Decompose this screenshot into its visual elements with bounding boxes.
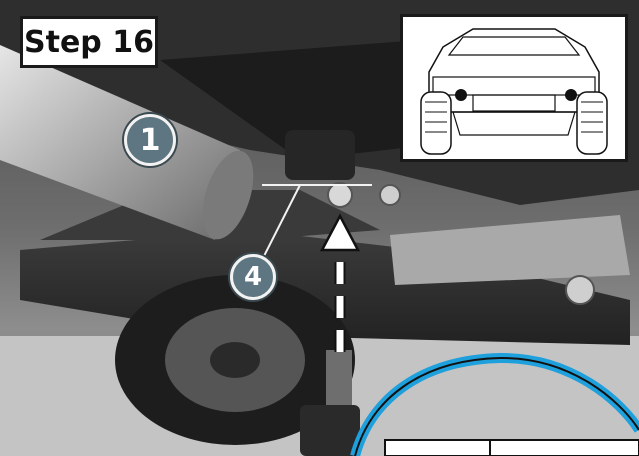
vehicle-rear-view-icon: [420, 28, 608, 155]
vehicle-rear-view-diagram: [400, 14, 628, 162]
callout-4: 4: [230, 254, 276, 300]
step-label: Step 16: [20, 16, 158, 68]
callout-1: 1: [124, 114, 176, 166]
